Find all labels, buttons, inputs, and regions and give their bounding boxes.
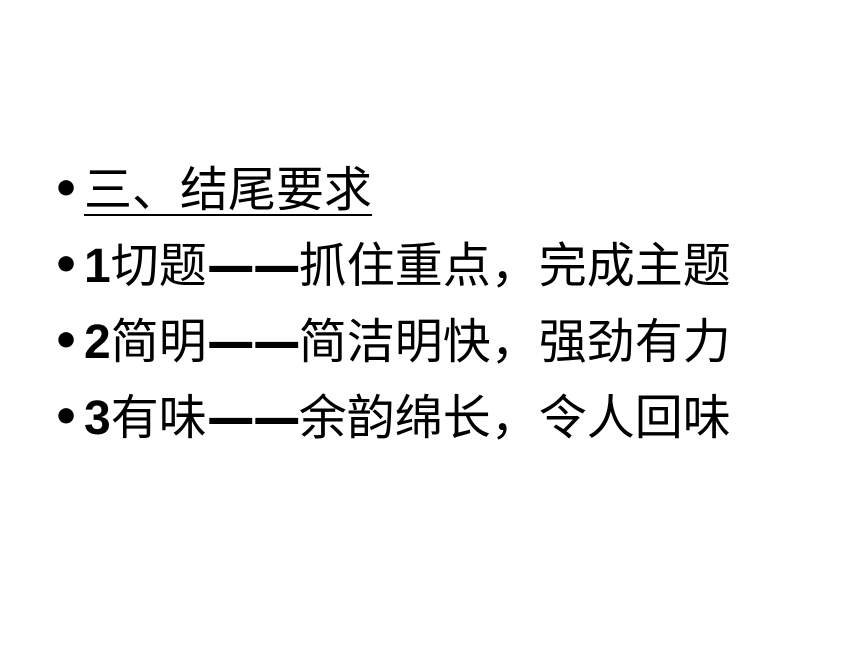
bullet-dot: • [52,392,81,443]
item-term: 有味 [110,389,207,446]
section-heading: 三、结尾要求 [84,162,373,218]
bullet-text: 2简明——简洁明快，强劲有力 [84,318,731,367]
bullet-text: 1切题——抓住重点，完成主题 [84,242,731,291]
item-dash: —— [206,313,301,370]
bullet-dot: • [52,316,81,367]
item-number: 3 [84,391,111,445]
bullet-dot: • [52,240,81,291]
bullet-dot: • [52,164,81,215]
bullet-list: • 三、结尾要求 • 1切题——抓住重点，完成主题 • 2简明——简洁明快，强劲… [52,152,731,456]
bullet-item-1: • 1切题——抓住重点，完成主题 [52,228,731,304]
item-dash: —— [206,237,301,294]
bullet-text: 3有味——余韵绵长，令人回味 [84,394,731,443]
bullet-heading: • 三、结尾要求 [52,152,731,228]
item-term: 简明 [110,313,207,370]
item-dash: —— [206,389,301,446]
item-number: 1 [84,239,111,293]
bullet-item-3: • 3有味——余韵绵长，令人回味 [52,380,731,456]
item-description: 抓住重点，完成主题 [298,237,731,294]
item-description: 余韵绵长，令人回味 [298,389,731,446]
item-description: 简洁明快，强劲有力 [298,313,731,370]
item-number: 2 [84,315,111,369]
bullet-item-2: • 2简明——简洁明快，强劲有力 [52,304,731,380]
item-term: 切题 [110,237,207,294]
